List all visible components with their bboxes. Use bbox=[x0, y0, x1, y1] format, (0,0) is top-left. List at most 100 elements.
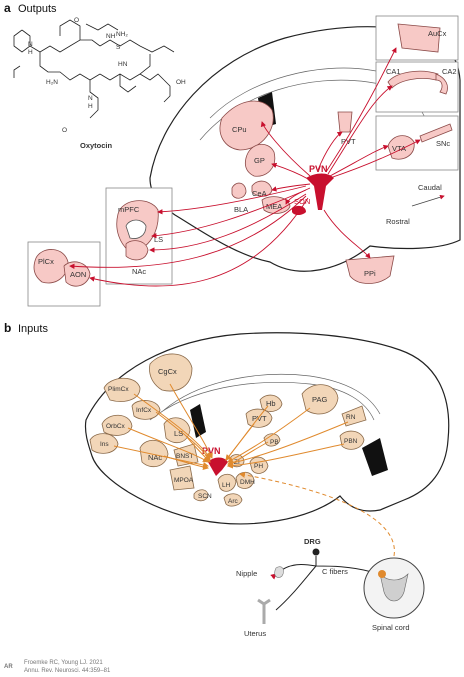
label-cgcx: CgCx bbox=[158, 367, 177, 376]
ventricle-b bbox=[190, 404, 206, 438]
region-orbcx bbox=[101, 414, 133, 436]
label-mea: MEA bbox=[266, 202, 282, 211]
label-aucx: AuCx bbox=[428, 29, 447, 38]
atom-h-2: H bbox=[88, 103, 93, 110]
region-mpoa bbox=[169, 465, 195, 491]
label-plcx: PlCx bbox=[38, 257, 54, 266]
atom-o: O bbox=[74, 17, 79, 24]
arrow-to-ppi bbox=[323, 209, 371, 259]
label-caudal: Caudal bbox=[418, 183, 442, 192]
label-rn: RN bbox=[346, 414, 356, 421]
label-rostral: Rostral bbox=[386, 217, 410, 226]
panel-a: a Outputs N H O NH S NH₂ HN OH H₂N bbox=[4, 1, 461, 307]
panel-b-title: Inputs bbox=[18, 323, 48, 335]
label-spinal: Spinal cord bbox=[372, 623, 410, 632]
corpus-callosum-b bbox=[163, 374, 381, 415]
panel-b: b Inputs CgCx PlimCx InfCx OrbCx Ins LS … bbox=[4, 321, 450, 638]
arrow-from-infcx bbox=[155, 411, 211, 461]
label-ca2: CA2 bbox=[442, 67, 457, 76]
arrow-to-pvt bbox=[317, 131, 343, 171]
credit-logo: AR bbox=[4, 664, 13, 670]
region-nac-b bbox=[139, 440, 169, 468]
label-mpoa: MPOA bbox=[174, 477, 194, 484]
atom-h: H bbox=[28, 49, 33, 56]
region-ca2 bbox=[435, 73, 448, 95]
label-son: SON bbox=[294, 197, 310, 206]
label-aon: AON bbox=[70, 270, 86, 279]
label-pag: PAG bbox=[312, 395, 327, 404]
label-ph: PH bbox=[254, 463, 263, 470]
atom-o-2: O bbox=[62, 127, 67, 134]
cortex-layer-b bbox=[149, 382, 375, 421]
region-mea bbox=[261, 196, 291, 214]
region-gp bbox=[244, 144, 276, 177]
label-drg: DRG bbox=[304, 537, 321, 546]
region-plcx bbox=[33, 249, 69, 284]
arrow-to-vta bbox=[329, 144, 389, 177]
label-bnst: BNST bbox=[176, 453, 193, 460]
panel-a-letter: a bbox=[4, 1, 11, 15]
credit-line-2: Annu. Rev. Neurosci. 44:359–81 bbox=[24, 668, 111, 674]
region-aucx bbox=[397, 23, 441, 53]
region-arc bbox=[223, 493, 243, 507]
label-hb: Hb bbox=[266, 399, 276, 408]
region-pvt-b bbox=[245, 408, 273, 428]
atom-hn: HN bbox=[118, 61, 128, 68]
arrow-to-gp bbox=[271, 162, 311, 181]
atom-nh: NH bbox=[106, 33, 116, 40]
region-infcx bbox=[131, 400, 161, 420]
uterus-line bbox=[275, 565, 317, 611]
region-ls-inner bbox=[125, 219, 147, 239]
arrow-to-nac bbox=[149, 193, 307, 253]
label-cpu: CPu bbox=[232, 125, 247, 134]
arrow-to-cea bbox=[271, 183, 311, 192]
atom-nh2: NH₂ bbox=[116, 31, 128, 38]
label-infcx: InfCx bbox=[136, 407, 152, 414]
atom-s: S bbox=[116, 44, 121, 51]
region-lh bbox=[217, 473, 237, 492]
region-pb bbox=[263, 433, 281, 447]
label-scn: SCN bbox=[198, 493, 212, 500]
label-nac-b: NAc bbox=[148, 453, 162, 462]
region-vta bbox=[387, 135, 415, 160]
uterus-icon bbox=[257, 598, 271, 624]
arrow-to-ca1 bbox=[327, 85, 393, 175]
arrow-to-aon bbox=[89, 197, 309, 287]
input-arrows bbox=[113, 383, 395, 557]
periphery: DRG C fibers Nipple Uterus Spinal cord bbox=[236, 537, 425, 638]
label-pvt-b: PVT bbox=[252, 414, 267, 423]
region-pvt bbox=[337, 111, 353, 133]
label-dmh: DMH bbox=[240, 479, 255, 486]
region-nac bbox=[125, 240, 149, 261]
label-gp: GP bbox=[254, 156, 265, 165]
arrow-from-nac bbox=[163, 455, 209, 470]
region-snc bbox=[419, 123, 453, 143]
spinal-dorsal-horn bbox=[378, 570, 386, 578]
label-ls-b: LS bbox=[174, 429, 183, 438]
region-rn bbox=[341, 405, 367, 427]
label-ins: Ins bbox=[100, 441, 109, 448]
drg-node bbox=[312, 548, 320, 556]
panel-b-letter: b bbox=[4, 321, 11, 335]
label-vta: VTA bbox=[392, 144, 406, 153]
arrow-from-spinal bbox=[239, 471, 395, 557]
arrow-to-cpu bbox=[260, 121, 311, 177]
pvn-nucleus-a bbox=[306, 173, 334, 210]
region-scn bbox=[193, 489, 209, 502]
region-pbn bbox=[339, 430, 365, 450]
label-cea: CeA bbox=[252, 189, 267, 198]
brain-outline-b bbox=[84, 332, 450, 525]
label-nac: NAc bbox=[132, 267, 146, 276]
region-cpu bbox=[219, 100, 274, 151]
label-nipple: Nipple bbox=[236, 569, 257, 578]
son-nucleus bbox=[292, 205, 306, 215]
label-cfibers: C fibers bbox=[322, 567, 348, 576]
orientation-axis bbox=[411, 194, 445, 207]
region-bla bbox=[231, 182, 247, 199]
label-pb: PB bbox=[270, 439, 279, 446]
label-pvn-b: PVN bbox=[202, 446, 221, 456]
label-ca1: CA1 bbox=[386, 67, 401, 76]
oxytocin-structure bbox=[13, 19, 175, 119]
credit-line-1: Froemke RC, Young LJ. 2021 bbox=[24, 660, 103, 666]
